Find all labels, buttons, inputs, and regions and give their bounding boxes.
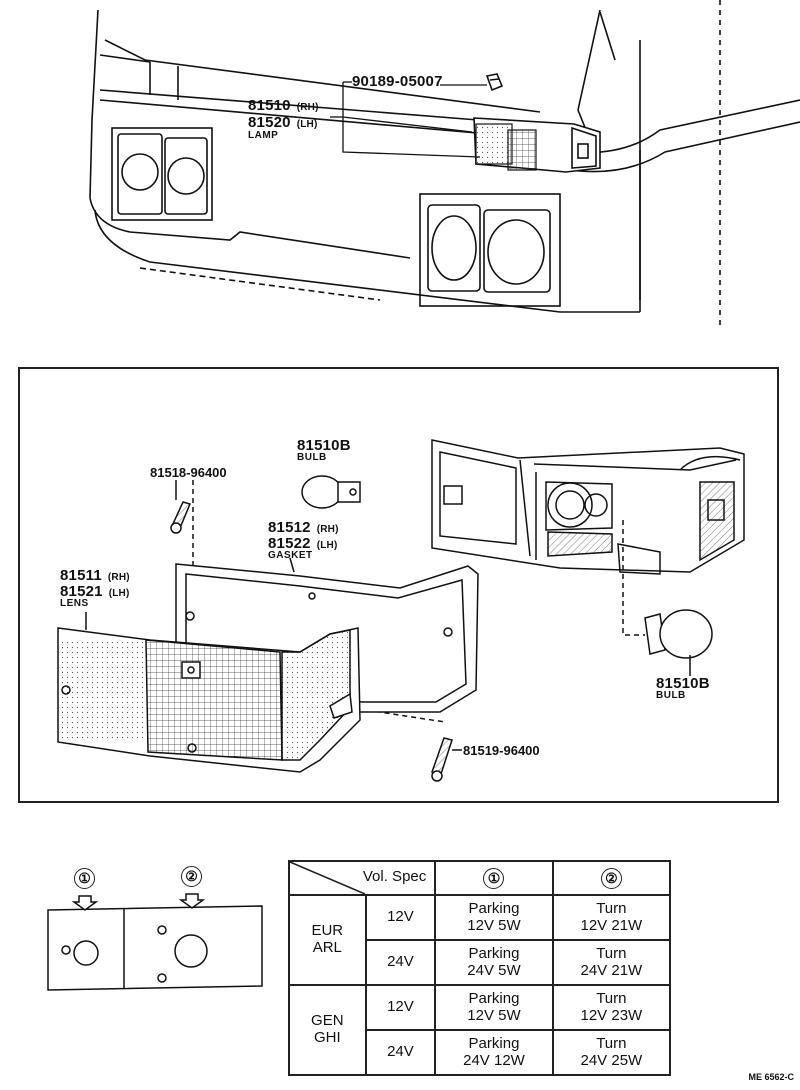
lens-lh-label: 81521 (LH) bbox=[60, 584, 130, 599]
bulb-upper bbox=[301, 475, 361, 509]
col2-circle: ② bbox=[600, 867, 622, 889]
vol-spec-header: Vol. Spec bbox=[362, 868, 427, 885]
col1-cell: Parking 12V 5W bbox=[434, 984, 554, 1031]
marker-2: ② bbox=[181, 866, 202, 887]
gasket-caption: GASKET bbox=[268, 550, 313, 561]
lamp-lh-label: 81520 (LH) bbox=[248, 115, 318, 130]
col2-cell: Turn 24V 25W bbox=[551, 1029, 672, 1076]
exploded-view-frame bbox=[18, 367, 779, 803]
col1-cell: Parking 24V 12W bbox=[434, 1029, 554, 1076]
lens-rh-label: 81511 (RH) bbox=[60, 568, 130, 583]
bulb-lower bbox=[644, 609, 713, 659]
col1-line1: Parking bbox=[468, 944, 520, 962]
gasket-rh-tag: (RH) bbox=[316, 524, 339, 535]
arrow-down-icon-2 bbox=[178, 893, 206, 909]
lens-lh-part-number: 81521 bbox=[60, 583, 103, 600]
voltage-cell: 12V bbox=[364, 894, 437, 941]
voltage-cell: 24V bbox=[364, 1029, 437, 1076]
lamp-caption: LAMP bbox=[248, 130, 279, 141]
col1-line1: Parking bbox=[468, 899, 520, 917]
bulb-upper-caption: BULB bbox=[297, 452, 327, 463]
col2-line2: 12V 23W bbox=[580, 1006, 643, 1024]
rh-tag: (RH) bbox=[296, 102, 319, 113]
gasket-lh-label: 81522 (LH) bbox=[268, 536, 338, 551]
vehicle-front-corner-illustration bbox=[89, 0, 800, 330]
col2-cell: Turn 12V 23W bbox=[551, 984, 672, 1031]
col2-cell: Turn 24V 21W bbox=[551, 939, 672, 986]
voltage-cell: 12V bbox=[364, 984, 437, 1031]
col2-line1: Turn bbox=[596, 989, 627, 1007]
col1-header: ① bbox=[434, 860, 554, 896]
table-row: GEN GHI 12V Parking 12V 5W Turn 12V 23W bbox=[288, 984, 672, 1076]
group-name-cell: EUR ARL bbox=[288, 894, 367, 986]
bulb-lower-part-number: 81510B bbox=[656, 675, 710, 692]
col2-line2: 24V 25W bbox=[580, 1051, 643, 1069]
table-row: 24V Parking 24V 12W Turn 24V 25W bbox=[289, 1029, 672, 1076]
col1-line1: Parking bbox=[468, 989, 520, 1007]
table-row: EUR ARL 12V Parking 12V 5W Turn 12V 21W bbox=[288, 894, 672, 986]
col2-line2: 24V 21W bbox=[580, 961, 643, 979]
spec-header-cell: Vol. Spec bbox=[287, 860, 437, 896]
lens bbox=[57, 627, 361, 773]
col1-line1: Parking bbox=[468, 1034, 520, 1052]
group-name-line2: ARL bbox=[312, 939, 342, 956]
col1-line2: 24V 12W bbox=[463, 1051, 525, 1069]
bulb-spec-table: Vol. Spec ① ② EUR ARL 12V Parking 12V 5W… bbox=[287, 860, 672, 1076]
lens-rh-part-number: 81511 bbox=[60, 567, 102, 584]
marker-1: ① bbox=[74, 868, 95, 889]
screw-lower-part-number: 81519-96400 bbox=[463, 743, 540, 758]
col2-line1: Turn bbox=[596, 944, 627, 962]
gasket-lh-part-number: 81522 bbox=[268, 535, 311, 552]
bulb-lower-caption: BULB bbox=[656, 690, 686, 701]
marker-1-circle: ① bbox=[74, 868, 95, 889]
col2-line2: 12V 21W bbox=[580, 916, 643, 934]
spec-table-header-row: Vol. Spec ① ② bbox=[287, 860, 672, 896]
group-name-line1: GEN bbox=[311, 1012, 344, 1030]
lamp-rh-label: 81510 (RH) bbox=[248, 98, 319, 113]
marker-2-circle: ② bbox=[181, 866, 202, 887]
vehicle-leader-lines bbox=[330, 81, 487, 158]
gasket-rh-label: 81512 (RH) bbox=[268, 520, 339, 535]
lamp-lh-part-number: 81520 bbox=[248, 114, 291, 131]
col1-cell: Parking 12V 5W bbox=[434, 894, 554, 941]
lens-rh-tag: (RH) bbox=[107, 572, 130, 583]
group-name-cell: GEN GHI bbox=[288, 984, 367, 1076]
table-row: 24V Parking 24V 5W Turn 24V 21W bbox=[289, 939, 672, 986]
col1-circle: ① bbox=[483, 867, 505, 889]
col1-line2: 12V 5W bbox=[467, 1006, 521, 1024]
bulb-upper-part-number: 81510B bbox=[297, 437, 351, 454]
group-name-line1: EUR bbox=[311, 922, 344, 940]
exploded-assembly-illustration bbox=[57, 439, 745, 782]
lh-tag: (LH) bbox=[296, 119, 318, 130]
col1-line2: 24V 5W bbox=[467, 961, 521, 979]
figure-code: ME 6562-C bbox=[748, 1072, 794, 1082]
voltage-cell: 24V bbox=[364, 939, 437, 986]
col2-header: ② bbox=[551, 860, 672, 896]
col1-cell: Parking 24V 5W bbox=[434, 939, 554, 986]
lens-lh-tag: (LH) bbox=[108, 588, 130, 599]
arrow-down-icon-1 bbox=[71, 895, 99, 911]
lamp-rh-part-number: 81510 bbox=[248, 97, 291, 114]
diagonal-divider bbox=[290, 862, 365, 894]
col2-cell: Turn 12V 21W bbox=[551, 894, 672, 941]
col1-line2: 12V 5W bbox=[467, 916, 521, 934]
lens-detail-illustration bbox=[47, 893, 263, 991]
screw-upper bbox=[170, 501, 192, 534]
col2-line1: Turn bbox=[596, 899, 627, 917]
gasket-lh-tag: (LH) bbox=[316, 540, 338, 551]
lens-caption: LENS bbox=[60, 598, 89, 609]
clip-part-number: 90189-05007 bbox=[352, 73, 443, 90]
screw-upper-part-number: 81518-96400 bbox=[150, 465, 227, 480]
group-name-line2: GHI bbox=[313, 1029, 341, 1046]
lamp-housing bbox=[431, 439, 745, 575]
gasket-rh-part-number: 81512 bbox=[268, 519, 311, 536]
screw-lower bbox=[431, 737, 453, 782]
col2-line1: Turn bbox=[596, 1034, 627, 1052]
